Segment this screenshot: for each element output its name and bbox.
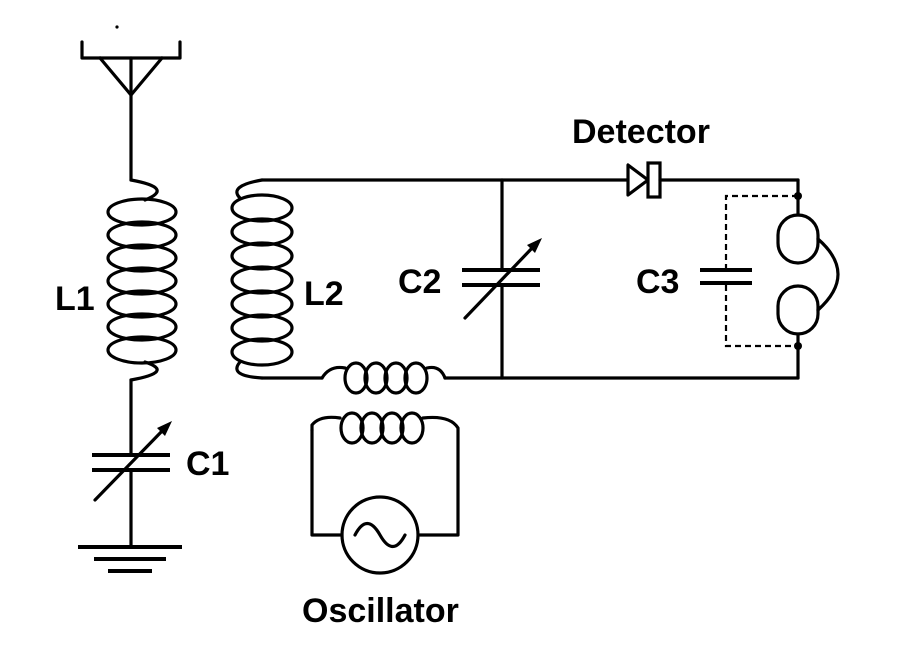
speck-mark [115,25,119,29]
c3-label: C3 [636,263,679,301]
inductor-l1 [106,178,178,457]
oscillator-coupling-coil-lower [310,411,460,537]
oscillator-label: Oscillator [302,592,459,630]
capacitor-c2 [462,178,542,380]
antenna-icon [80,40,182,182]
c1-label: C1 [186,445,229,483]
headphones-icon [776,178,840,380]
l2-label: L2 [304,275,344,313]
ground-icon [78,545,182,573]
oscillator-coupling-coil-upper [320,361,447,395]
inductor-l2 [230,178,294,380]
c2-label: C2 [398,263,441,301]
detector-label: Detector [572,113,710,151]
l1-label: L1 [55,280,95,318]
ac-source-icon [340,495,420,575]
detector-diode-icon [626,161,800,199]
capacitor-c1 [92,421,172,547]
capacitor-c3 [700,194,798,348]
